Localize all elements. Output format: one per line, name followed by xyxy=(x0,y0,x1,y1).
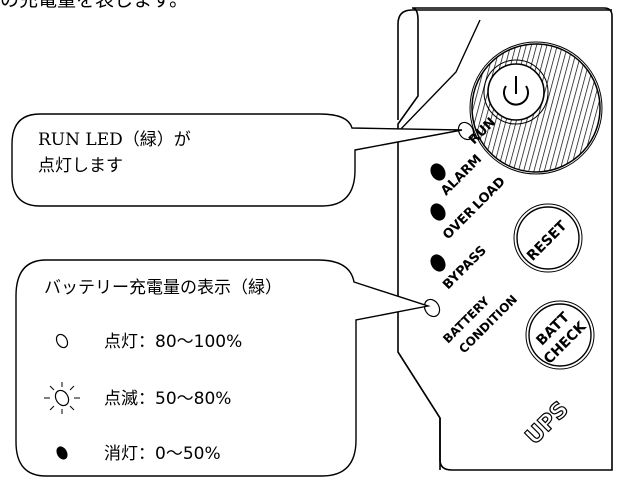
overload-label-1: OVER xyxy=(440,204,479,243)
battery-row-on: 点灯：80～100% xyxy=(104,332,243,352)
ups-logo: UPS xyxy=(520,396,574,450)
alarm-led xyxy=(430,163,446,181)
run-led xyxy=(457,121,475,141)
run-callout-bubble xyxy=(11,113,463,207)
top-description-text: の充電量を表します。 xyxy=(0,0,189,11)
bypass-label: BYPASS xyxy=(440,243,490,293)
battery-row-off: 消灯：0～50% xyxy=(104,444,221,464)
overload-label-2: LOAD xyxy=(470,174,509,213)
batt-check-button[interactable]: BATT CHECK xyxy=(525,300,595,370)
battery-condition-led xyxy=(423,298,441,318)
power-button[interactable] xyxy=(454,26,618,190)
bypass-led xyxy=(430,254,446,272)
power-icon xyxy=(503,76,529,106)
run-callout-line1: RUN LED（緑）が xyxy=(38,130,191,150)
led-off-outline-icon xyxy=(55,333,69,349)
overload-led xyxy=(430,203,446,221)
reset-button[interactable]: RESET xyxy=(513,203,583,273)
led-filled-icon xyxy=(56,446,68,460)
run-callout-line2: 点灯します xyxy=(38,156,123,176)
panel-left-edge xyxy=(397,9,612,25)
panel-inner-line xyxy=(397,19,481,133)
battery-row-blink: 点滅：50～80% xyxy=(104,389,232,409)
battery-callout-title: バッテリー充電量の表示（緑） xyxy=(44,278,282,298)
ups-logo-text: UPS xyxy=(521,397,574,450)
battery-callout-bubble xyxy=(15,259,431,477)
panel-inner-line-lower xyxy=(397,351,441,419)
led-blink-icon xyxy=(44,382,80,414)
